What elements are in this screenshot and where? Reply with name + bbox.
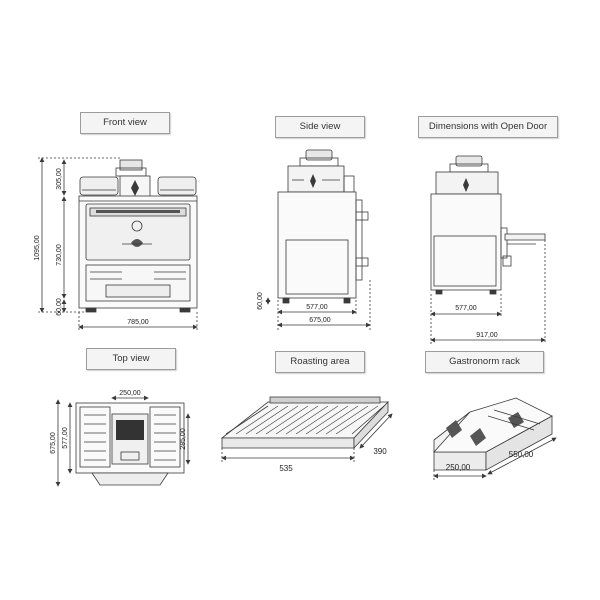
front-view-drawing — [38, 157, 198, 331]
front-legs-height-dim: 60,00 — [56, 298, 63, 316]
top-inner-dim: 285,00 — [180, 428, 187, 450]
roasting-width-dim: 535 — [279, 464, 293, 473]
open-total-depth-dim: 917,00 — [476, 332, 498, 339]
top-body-depth-dim: 577,00 — [62, 427, 69, 449]
rack-depth-dim: 550,00 — [509, 450, 534, 459]
open-door-view-title: Dimensions with Open Door — [418, 116, 558, 138]
side-view-title: Side view — [275, 116, 365, 138]
top-view-drawing — [55, 395, 191, 487]
side-view-drawing — [265, 149, 371, 330]
side-legs-height-dim: 60,00 — [257, 292, 264, 310]
open-body-depth-dim: 577,00 — [455, 305, 477, 312]
gastronorm-rack-drawing — [433, 397, 557, 480]
gastronorm-rack-title: Gastronorm rack — [425, 351, 544, 373]
roasting-area-drawing — [220, 396, 393, 462]
top-view-title: Top view — [86, 348, 176, 370]
open-door-view-drawing — [430, 155, 546, 344]
front-total-height-dim: 1095,00 — [34, 235, 41, 260]
front-body-height-dim: 730,00 — [56, 244, 63, 266]
top-width-dim: 250,00 — [119, 390, 141, 397]
side-total-depth-dim: 675,00 — [309, 317, 331, 324]
rack-width-dim: 250,00 — [446, 463, 471, 472]
roasting-depth-dim: 390 — [373, 447, 387, 456]
front-width-dim: 785,00 — [127, 319, 149, 326]
front-view-title: Front view — [80, 112, 170, 134]
roasting-area-title: Roasting area — [275, 351, 365, 373]
front-top-height-dim: 305,00 — [56, 168, 63, 190]
side-body-depth-dim: 577,00 — [306, 304, 328, 311]
top-total-depth-dim: 675,00 — [50, 432, 57, 454]
